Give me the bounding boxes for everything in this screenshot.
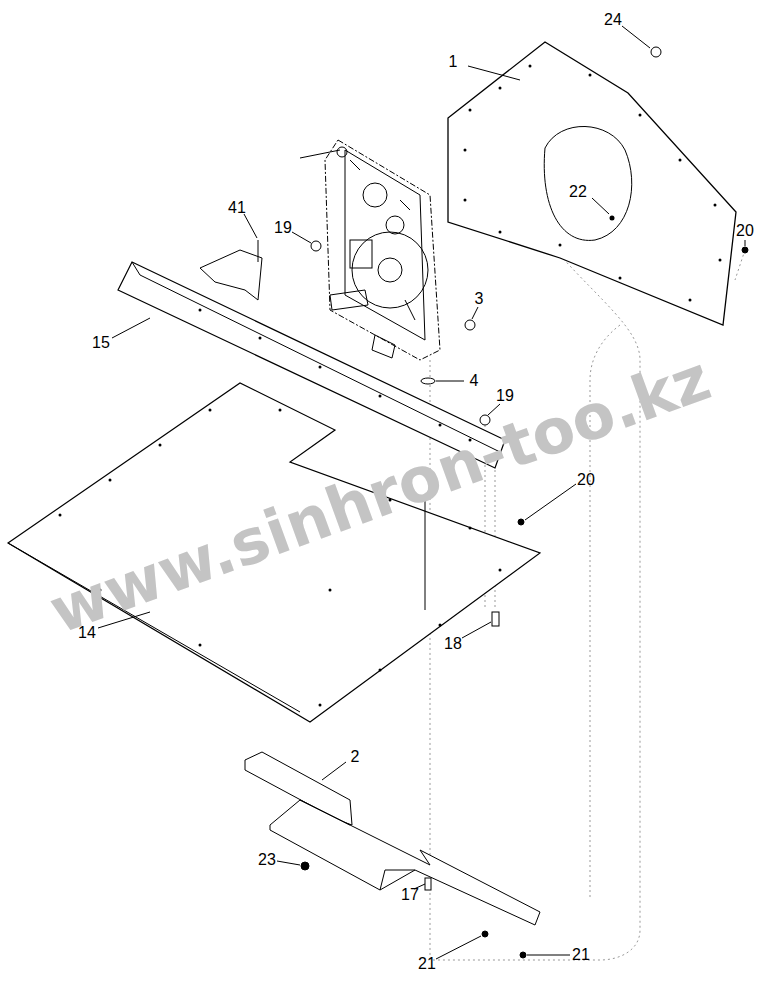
callout-number: 4 <box>470 373 479 389</box>
callout-number: 19 <box>274 220 292 236</box>
callout-number: 22 <box>569 184 587 200</box>
callout-number: 41 <box>228 200 246 216</box>
callout-number: 21 <box>572 947 590 963</box>
callout-number: 15 <box>92 335 110 351</box>
callout-number: 18 <box>444 636 462 652</box>
callout-number: 2 <box>351 749 360 765</box>
callout-number: 19 <box>496 388 514 404</box>
callout-number: 21 <box>418 956 436 972</box>
callout-number: 24 <box>604 12 622 28</box>
callout-number: 17 <box>401 887 419 903</box>
callout-number: 1 <box>449 54 458 70</box>
callout-number: 23 <box>258 852 276 868</box>
callout-number: 3 <box>475 291 484 307</box>
callout-number: 20 <box>577 472 595 488</box>
callout-number: 20 <box>736 223 754 239</box>
